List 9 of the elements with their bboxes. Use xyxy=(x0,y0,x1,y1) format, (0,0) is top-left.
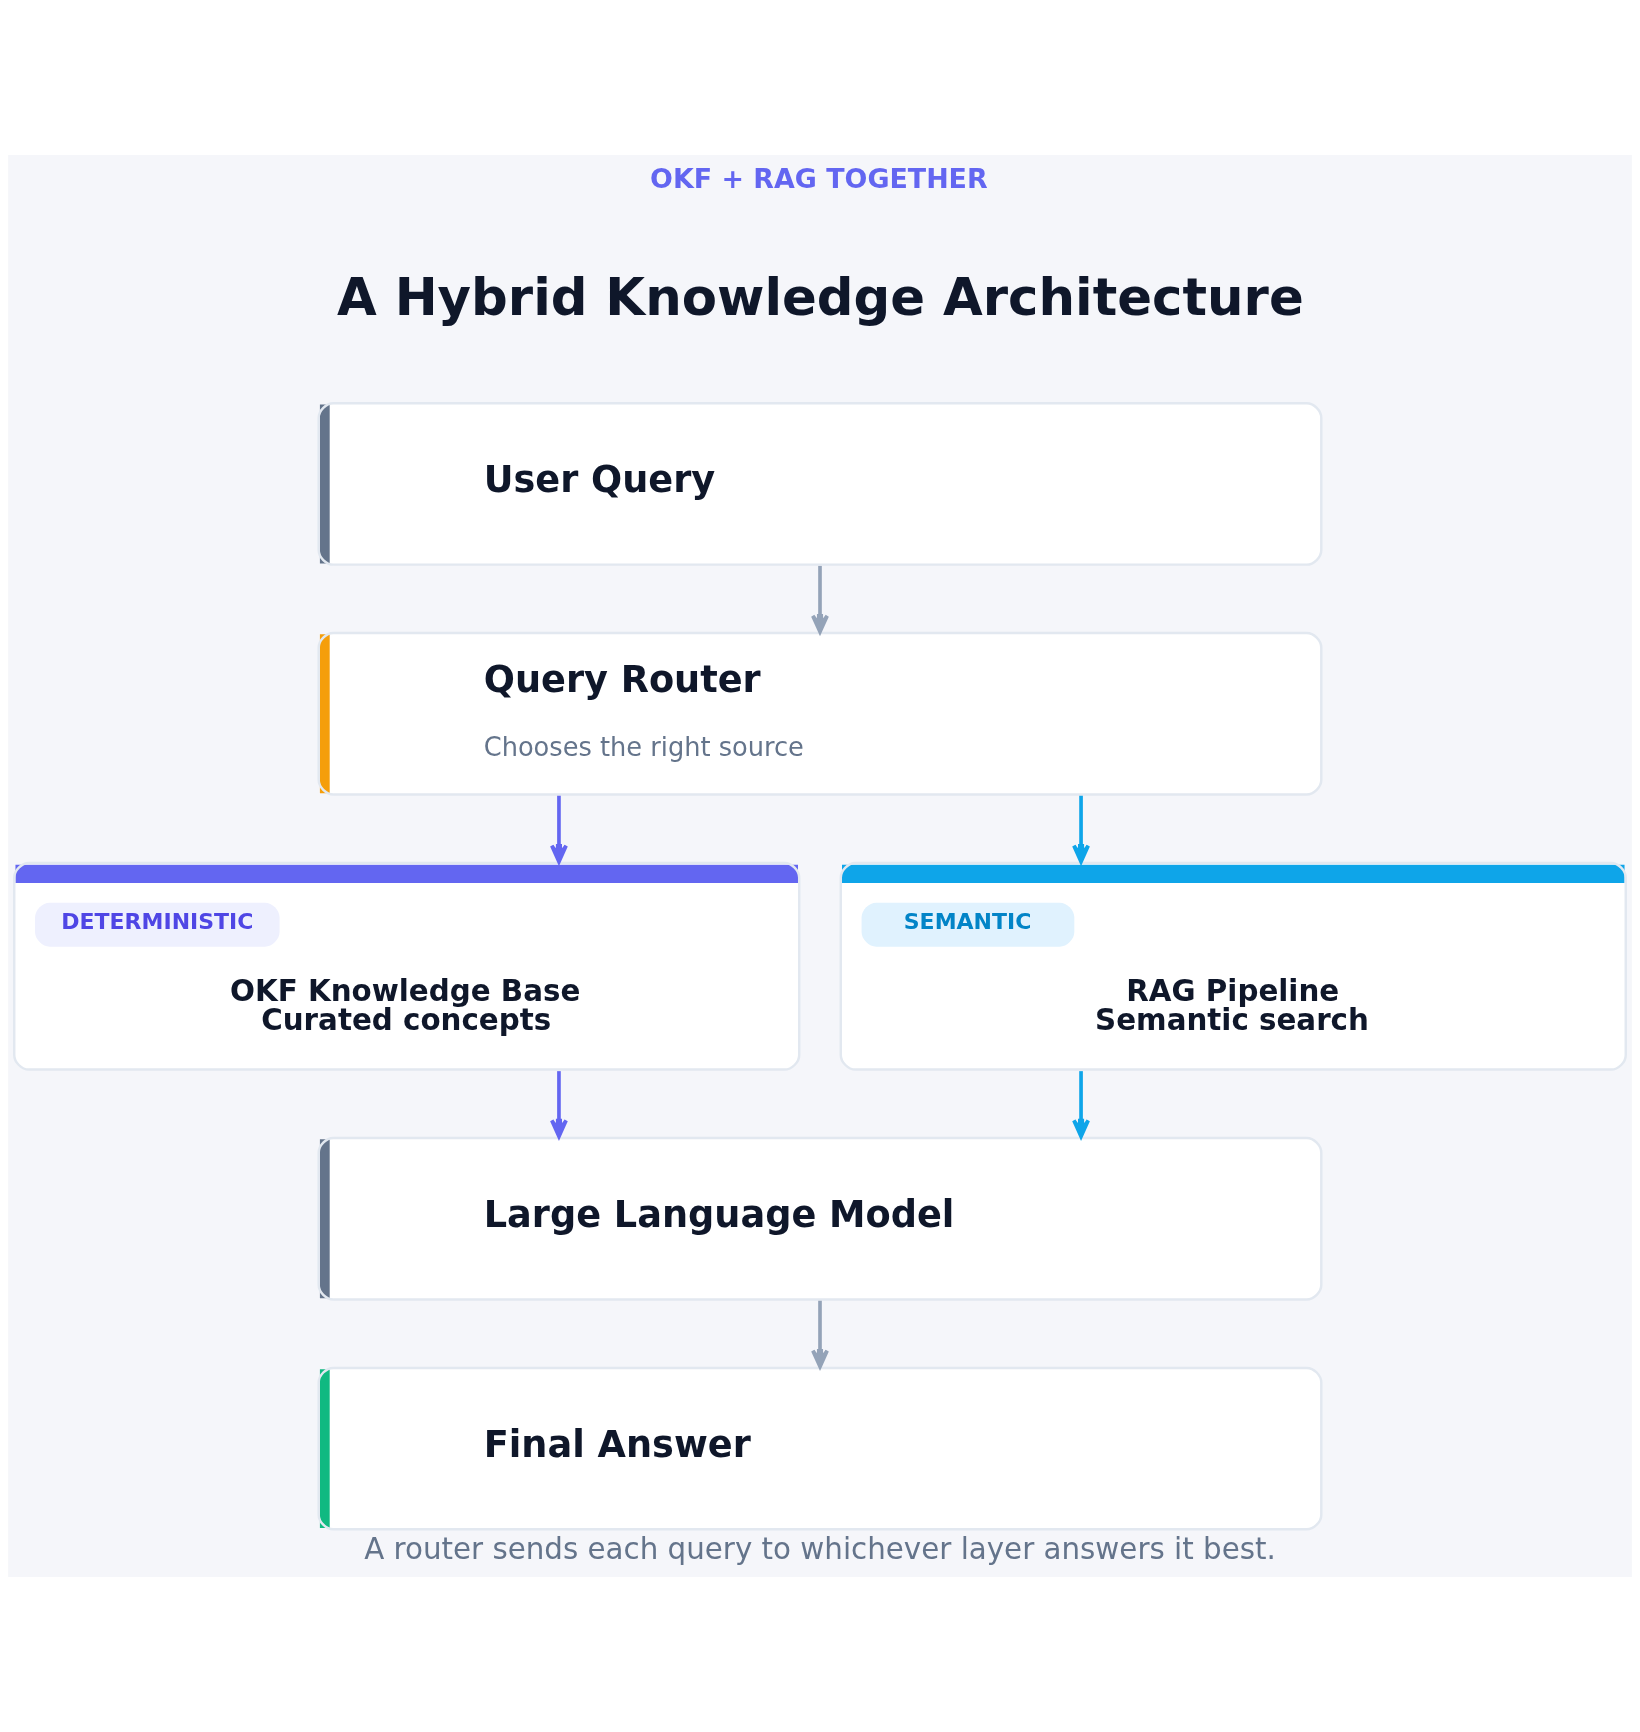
arrow xyxy=(549,795,568,864)
arrow xyxy=(811,1300,829,1369)
arrow xyxy=(549,1071,568,1139)
arrow xyxy=(1072,795,1091,864)
arrow xyxy=(811,565,829,634)
label: OKF + RAG TOGETHER xyxy=(650,162,988,194)
caption: A router sends each query to whichever layer answers it best. xyxy=(364,1531,1276,1566)
arrow xyxy=(1072,1071,1091,1139)
diagram-title: A Hybrid Knowledge Architecture xyxy=(337,266,1304,327)
